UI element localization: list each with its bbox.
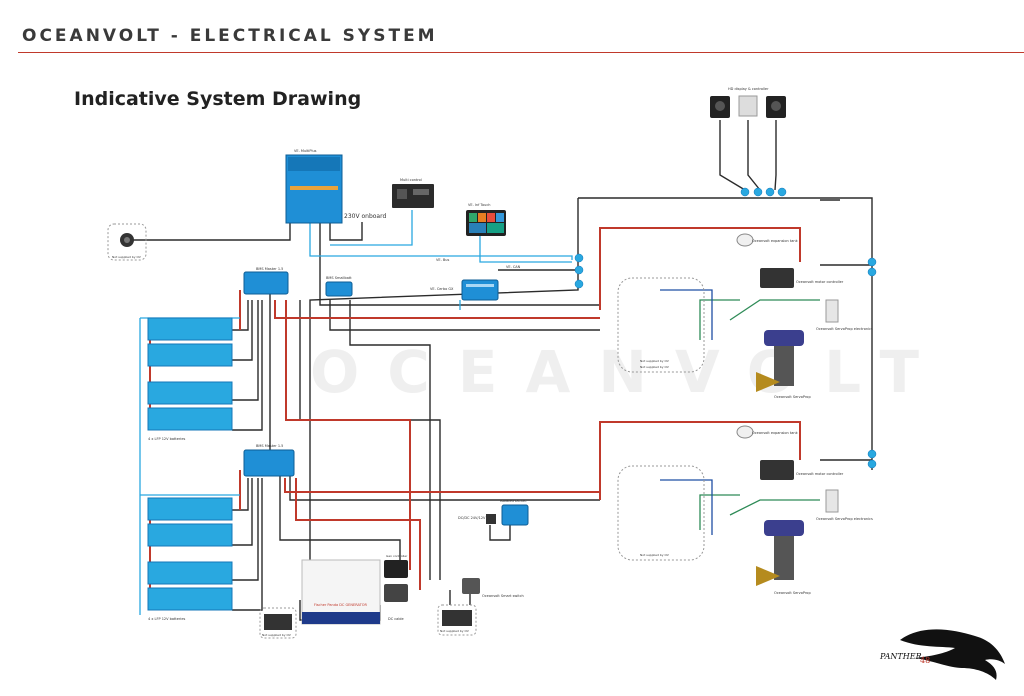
vecan-label: VE. CAN: [506, 265, 521, 269]
battery-bank-2: 4 x LFP 12V batteries: [147, 497, 233, 621]
not-supplied-note: Not supplied by OV: [640, 359, 670, 363]
panther-wordmark: PANTHER: [880, 652, 922, 661]
svg-text:Gen controller: Gen controller: [386, 554, 408, 558]
bms-master-2: BMS Master 1.5: [243, 444, 295, 477]
green-wiring: [699, 299, 820, 530]
cerbo-gx: VE. Cerbo GX: [430, 279, 499, 301]
panther-number: 48: [920, 656, 931, 665]
svg-text:Oceanvolt Smart switch: Oceanvolt Smart switch: [482, 594, 524, 598]
svg-text:Oceanvolt expansion tank: Oceanvolt expansion tank: [752, 431, 799, 435]
not-supplied-box-2: Not supplied by OV: [437, 604, 477, 636]
svg-text:Multi control: Multi control: [400, 178, 422, 182]
svg-text:BMS Master 1.5: BMS Master 1.5: [256, 267, 283, 271]
header-title: OCEANVOLT - ELECTRICAL SYSTEM: [22, 26, 438, 46]
svg-text:Oceanvolt ServoProp: Oceanvolt ServoProp: [774, 591, 811, 595]
smart-switch: Oceanvolt Smart switch: [462, 578, 524, 598]
network-connectors: [574, 187, 877, 469]
not-supplied-box-1: Not supplied by OV: [259, 607, 297, 639]
gen-controller: Gen controller: [384, 554, 408, 602]
multi-control-panel: Multi control: [392, 178, 434, 208]
multiplus-inverter: VE. MultiPlus: [285, 149, 343, 224]
header-divider: [18, 52, 1024, 53]
svg-text:4 x LFP 12V batteries: 4 x LFP 12V batteries: [148, 617, 185, 621]
isolated-dcdc: Isolated DC-DC: [500, 499, 529, 526]
watermark: OCEANVOLT: [310, 338, 947, 406]
motor-system-1: Not supplied by OV Oceanvolt expansion t…: [617, 233, 873, 399]
svg-text:Oceanvolt motor controller: Oceanvolt motor controller: [796, 280, 844, 284]
svg-text:Not supplied by OV: Not supplied by OV: [262, 633, 292, 637]
svg-text:Fischer Panda DC GENERATOR: Fischer Panda DC GENERATOR: [314, 603, 368, 607]
panther-logo: [900, 629, 1005, 680]
battery-bank-1: 4 x LFP 12V batteries: [147, 317, 233, 441]
bms-small: BMS Smallbatt: [325, 276, 353, 297]
svg-text:BMS Smallbatt: BMS Smallbatt: [326, 276, 352, 280]
svg-text:VE. MultiPlus: VE. MultiPlus: [294, 149, 317, 153]
svg-text:VE. Inf Touch: VE. Inf Touch: [468, 203, 490, 207]
svg-text:4 x LFP 12V batteries: 4 x LFP 12V batteries: [148, 437, 185, 441]
svg-text:Oceanvolt ServoProp electronic: Oceanvolt ServoProp electronics: [816, 327, 873, 331]
page-title: Indicative System Drawing: [74, 88, 362, 110]
svg-text:Oceanvolt motor controller: Oceanvolt motor controller: [796, 472, 844, 476]
onboard-label: 230V onboard: [344, 213, 386, 220]
dc-generator: Fischer Panda DC GENERATOR: [301, 559, 381, 625]
svg-text:Oceanvolt ServoProp electronic: Oceanvolt ServoProp electronics: [816, 517, 873, 521]
svg-text:VE. Cerbo GX: VE. Cerbo GX: [430, 287, 454, 291]
shore-socket: Not supplied by OV: [107, 223, 147, 261]
vebus-label: VE. Bus: [436, 258, 449, 262]
motor-system-2: Not supplied by OV Oceanvolt expansion t…: [617, 425, 873, 595]
svg-text:Oceanvolt ServoProp: Oceanvolt ServoProp: [774, 395, 811, 399]
dcdc-converter: DC/DC 24V/12V: [458, 514, 496, 524]
svg-text:DC/DC 24V/12V: DC/DC 24V/12V: [458, 516, 486, 520]
display-controllers: HD display & controller: [710, 87, 786, 118]
bms-master-1: BMS Master 1.5: [243, 267, 289, 295]
svg-text:Not supplied by OV: Not supplied by OV: [440, 629, 470, 633]
navy-wiring: [660, 289, 713, 535]
svg-text:Isolated DC-DC: Isolated DC-DC: [500, 499, 527, 503]
svg-text:Not supplied by OV: Not supplied by OV: [640, 553, 670, 557]
svg-text:Not supplied by OV: Not supplied by OV: [640, 365, 670, 369]
svg-text:Not supplied by OV: Not supplied by OV: [112, 255, 142, 259]
touch-display: VE. Inf Touch: [466, 203, 506, 236]
svg-text:Oceanvolt expansion tank: Oceanvolt expansion tank: [752, 239, 799, 243]
svg-text:BMS Master 1.5: BMS Master 1.5: [256, 444, 283, 448]
dc-cable-label: DC cable: [388, 617, 404, 621]
svg-text:HD display & controller: HD display & controller: [728, 87, 769, 91]
